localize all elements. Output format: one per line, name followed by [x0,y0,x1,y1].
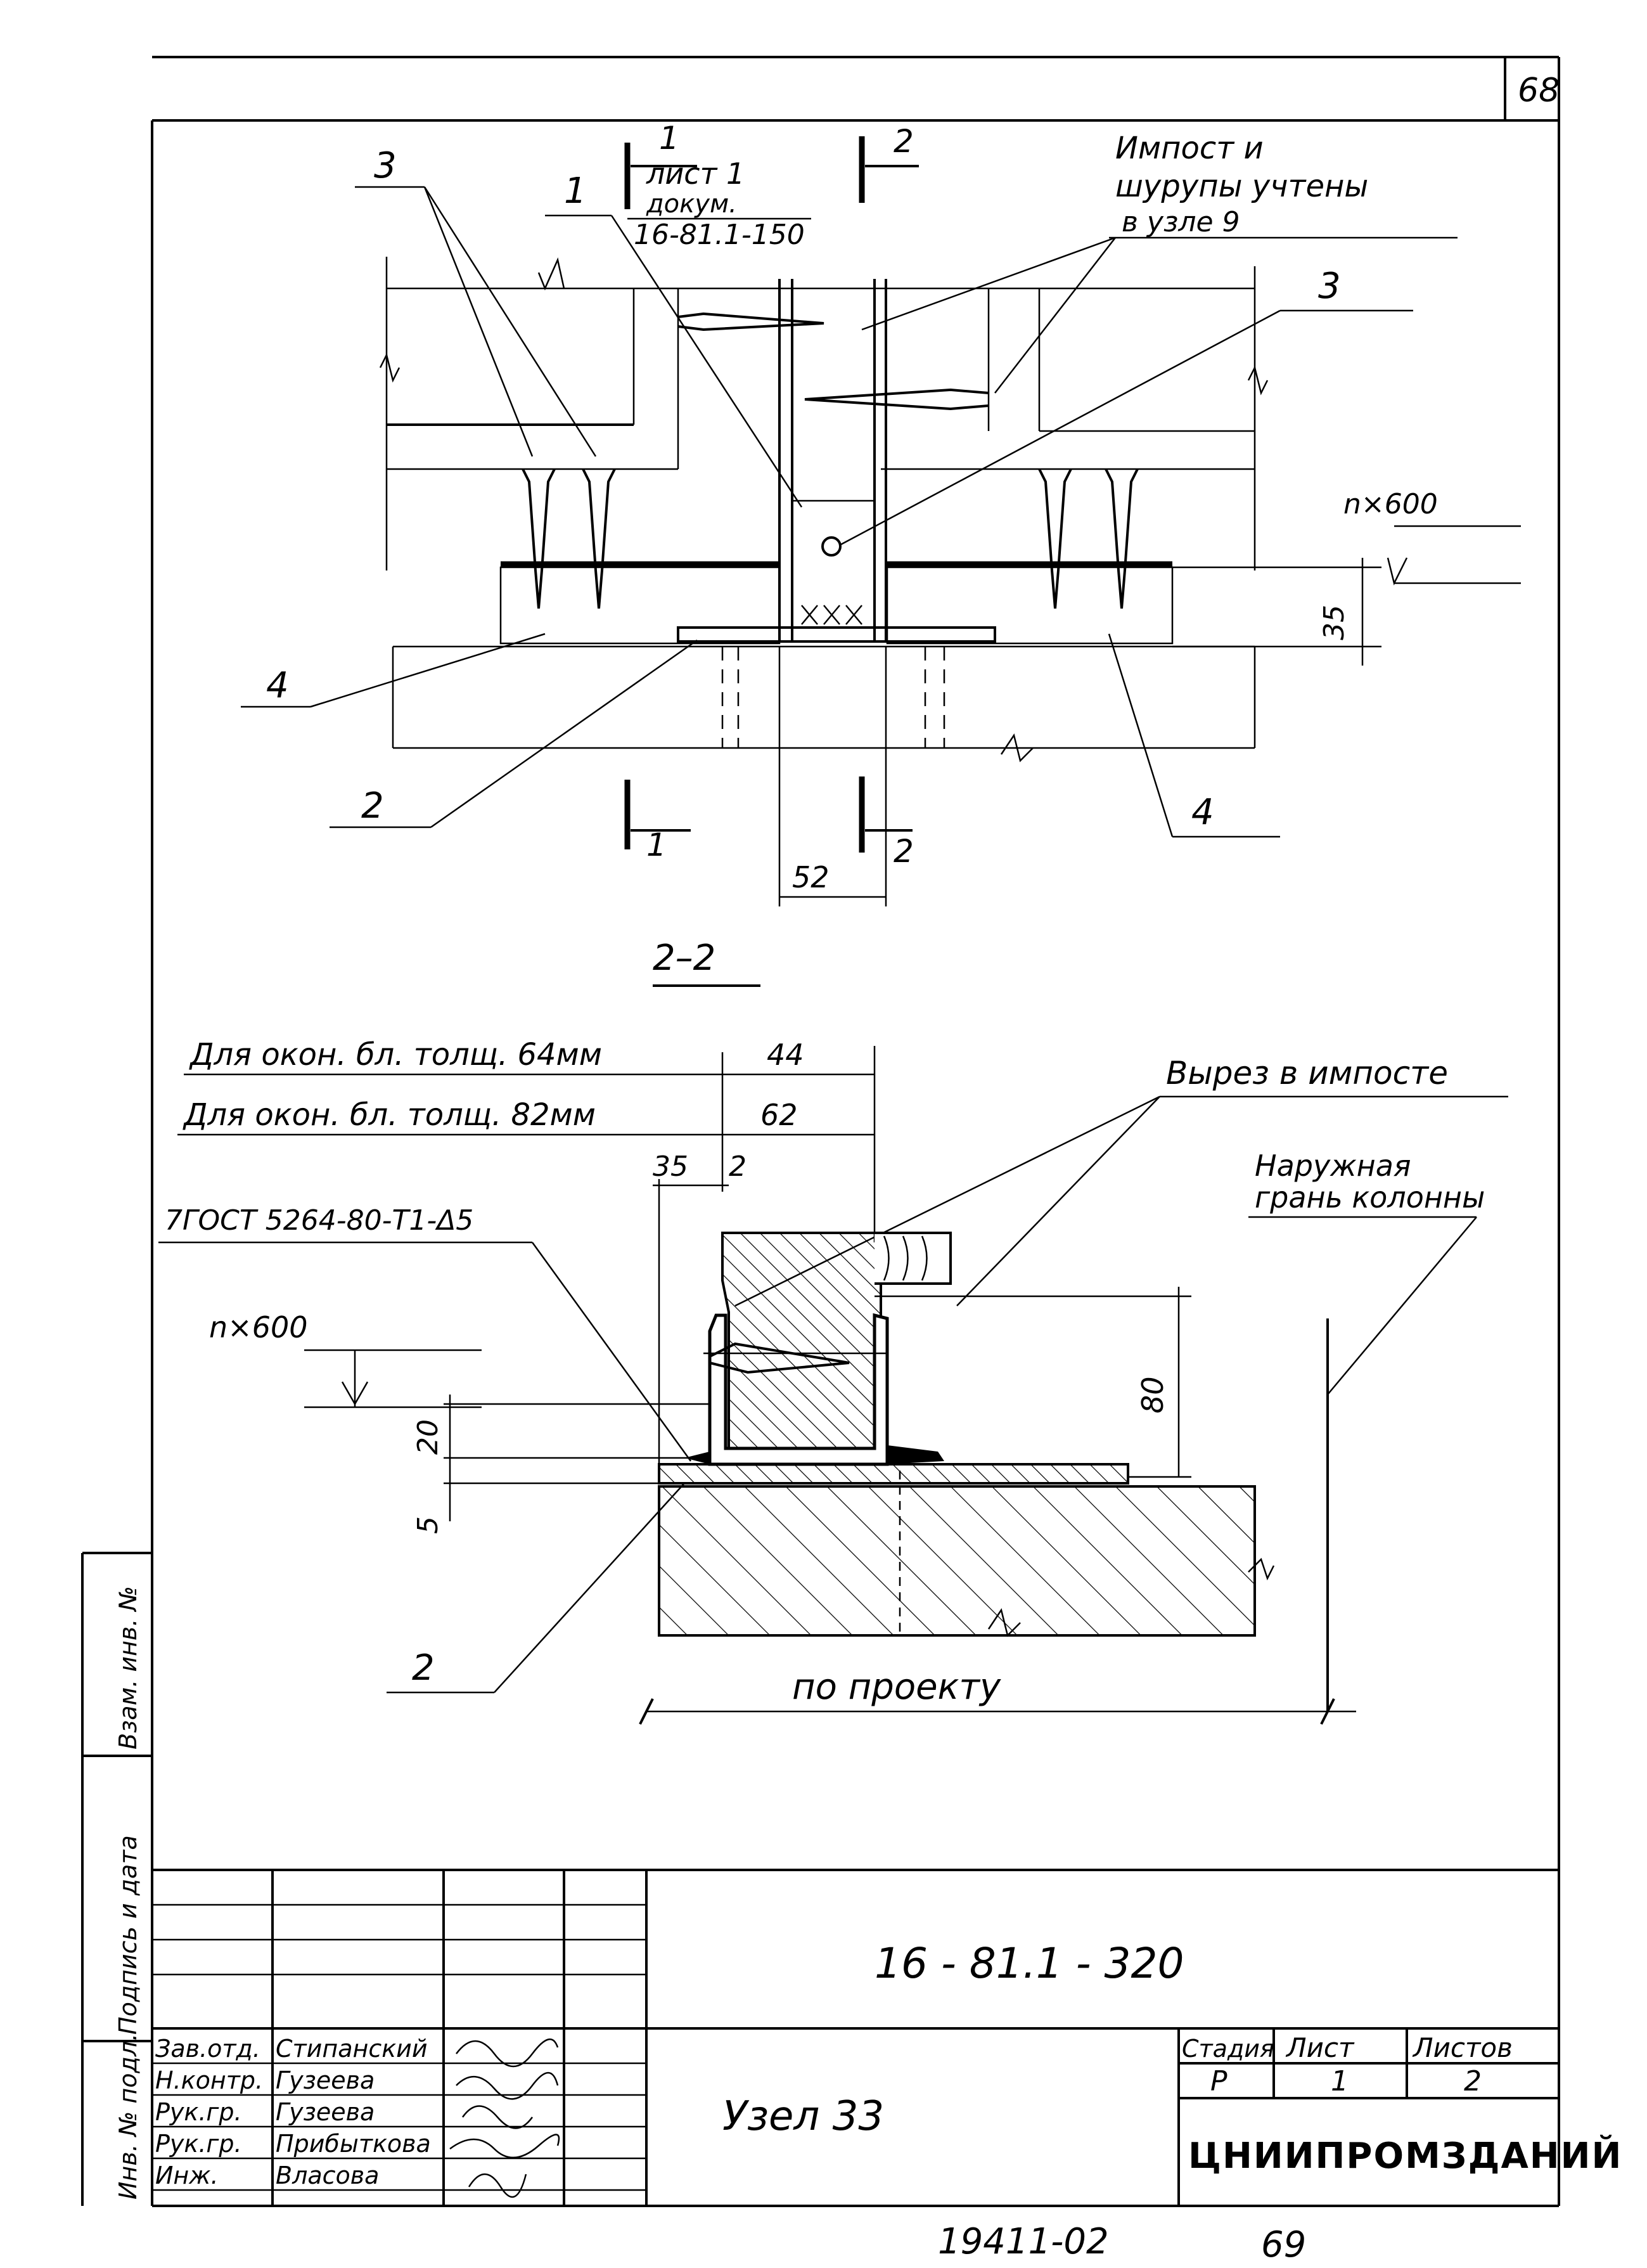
ref-note-line2: докум. [646,190,737,219]
dim-44: 44 [767,1038,804,1072]
name-4: Прибыткова [276,2130,431,2158]
signatures [449,2038,560,2198]
role-4: Рук.гр. [155,2130,242,2158]
section-title: 2–2 [653,937,715,979]
cut-1-bottom: 1 [646,827,667,863]
pos-2-plan: 2 [361,785,384,827]
pos-1: 1 [564,171,587,212]
sheets-header: Листов [1412,2032,1513,2063]
side-stamp: Инв. № подл. Подпись и дата Взам. инв. № [114,1586,142,2200]
dim-20: 20 [412,1419,444,1455]
node-title: Узел 33 [722,2093,884,2140]
plan-spacing: n×600 [1343,488,1438,520]
side-stamp-replace: Взам. инв. № [114,1586,142,1749]
dim-62: 62 [760,1098,798,1132]
role-2: Н.контр. [155,2066,263,2094]
bottom-number: 69 [1261,2224,1306,2265]
side-stamp-signature: Подпись и дата [114,1835,142,2035]
role-1: Зав.отд. [155,2035,260,2063]
dim-80: 80 [1136,1376,1170,1414]
archive-number: 19411-02 [938,2221,1109,2262]
pos-3-left: 3 [374,145,397,186]
ref-note-line1: лист 1 [646,157,745,191]
cut-note: Вырез в импосте [1166,1055,1448,1092]
pos-3-right: 3 [1318,266,1341,307]
dim-5: 5 [412,1516,444,1534]
stage-header: Стадия [1182,2035,1274,2063]
title-block: 16 - 81.1 - 320 Узел 33 Стадия Лист Лист… [152,1869,1622,2206]
role-5: Инж. [155,2162,219,2189]
outer-face-line1: Наружная [1255,1149,1411,1183]
name-3: Гузеева [276,2098,375,2126]
name-5: Власова [276,2162,379,2189]
weld-spec: 7ГОСТ 5264-80-Т1-Δ5 [165,1204,473,1237]
side-stamp-inv: Инв. № подл. [114,2033,142,2200]
cut-2-top: 2 [894,123,914,160]
note-82: Для окон. бл. толщ. 82мм [183,1097,596,1133]
stage-value: Р [1210,2065,1227,2097]
pos-4-left: 4 [266,665,289,706]
sheets-value: 2 [1464,2065,1482,2097]
organization: ЦНИИПРОМЗДАНИЙ [1188,2135,1622,2177]
sheet-header: Лист [1285,2032,1355,2063]
by-project: по проекту [792,1666,1001,1708]
pos-2-section: 2 [412,1647,435,1689]
section-2-2: 2–2 Для окон. бл. толщ. 64мм Для окон. б… [158,937,1508,1725]
ref-note-line3: 16-81.1-150 [634,219,805,251]
cut-1-top: 1 [659,120,679,157]
plan-dim-35: 35 [1318,605,1350,640]
cut-2-bottom: 2 [894,833,914,870]
plan-dim-52: 52 [792,860,830,894]
window-block [721,1232,952,1466]
designation: 16 - 81.1 - 320 [875,1939,1184,1988]
outer-face-line2: грань колонны [1255,1180,1485,1215]
dim-35-section: 35 [653,1150,688,1183]
name-1: Стипанский [276,2035,428,2063]
impost-note-line2: шурупы учтены [1115,169,1368,204]
sheet-value: 1 [1331,2065,1349,2097]
pos-4-right: 4 [1191,792,1214,833]
dim-2-section: 2 [729,1150,747,1183]
name-2: Гузеева [276,2066,375,2094]
section-spacing: n×600 [209,1310,308,1344]
role-3: Рук.гр. [155,2098,242,2126]
plan-view: 1 2 1 2 лист 1 докум. 16-81.1-150 Импост… [241,120,1521,906]
note-64: Для окон. бл. толщ. 64мм [189,1037,602,1073]
impost-note-line3: в узле 9 [1122,206,1240,238]
impost-note-line1: Импост и [1115,131,1264,166]
page-number: 68 [1518,72,1560,110]
sheet-frame [81,56,1560,2207]
